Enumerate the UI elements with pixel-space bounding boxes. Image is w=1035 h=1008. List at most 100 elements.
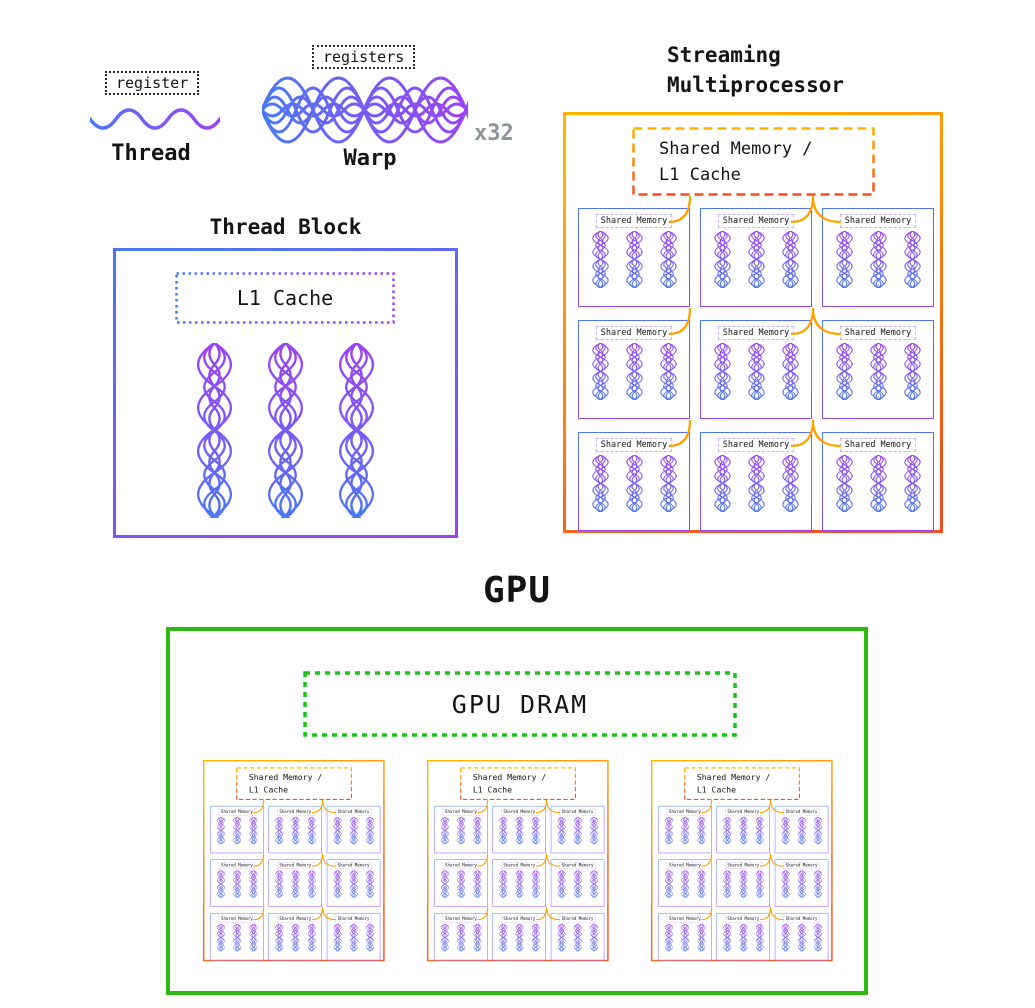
sm-shared-cache-box: Shared Memory / L1 Cache	[683, 767, 801, 801]
warp-braids	[823, 343, 933, 400]
warp-braid-column-icon	[530, 817, 540, 844]
warp-braid-column-icon	[248, 924, 258, 951]
warp-braid-column-icon	[514, 871, 524, 898]
warp-braid-column-icon	[902, 455, 923, 512]
warp-braid-column-icon	[274, 871, 284, 898]
shared-memory-label: Shared Memory	[335, 808, 372, 816]
thread-block-cell: Shared Memory	[268, 912, 323, 961]
shared-memory-label: Shared Memory	[500, 808, 538, 816]
thread-block-cell: Shared Memory	[210, 805, 264, 854]
streaming-multiprocessor-box: Shared Memory / L1 Cache Shared Memory S…	[427, 760, 609, 962]
warp-braid-column-icon	[334, 343, 379, 518]
warp-braid-column-icon	[712, 231, 733, 288]
thread-block-cell: Shared Memory	[326, 859, 381, 907]
shared-memory-label: Shared Memory	[276, 915, 314, 923]
warp-braids	[717, 817, 770, 844]
shared-memory-label: Shared Memory	[839, 326, 917, 341]
warp-braid-column-icon	[780, 817, 790, 844]
shared-memory-label: Shared Memory	[442, 808, 480, 816]
dashed-border-icon	[684, 767, 801, 801]
warp-braid-column-icon	[365, 871, 375, 898]
warp-braid-column-icon	[274, 924, 284, 951]
dashed-border-icon	[460, 767, 577, 801]
warp-braids	[551, 871, 604, 898]
warp-braids	[717, 924, 770, 951]
sm-cache-label-line1: Shared Memory /	[659, 139, 813, 159]
warp-braid-column-icon	[365, 817, 375, 844]
warp-braid-column-icon	[232, 871, 242, 898]
warp-braid-column-icon	[589, 924, 599, 951]
warp-multiplier: x32	[474, 121, 514, 146]
warp-braid-column-icon	[797, 871, 807, 898]
thread-block-cell: Shared Memory	[434, 859, 488, 907]
warp-braids	[775, 924, 828, 951]
warp-braid-column-icon	[306, 924, 316, 951]
thread-block-cell: Shared Memory	[268, 805, 323, 854]
shared-memory-label: Shared Memory	[717, 214, 795, 229]
thread-block-cell: Shared Memory	[658, 912, 712, 961]
warp-braid-column-icon	[232, 924, 242, 951]
warp-braid-column-icon	[696, 817, 706, 844]
warp-braid-column-icon	[797, 817, 807, 844]
warp-braid-column-icon	[556, 871, 566, 898]
warp-braid-column-icon	[440, 817, 450, 844]
shared-memory-label: Shared Memory	[335, 862, 372, 870]
register-label-box: register	[105, 71, 200, 95]
warp-braids	[327, 817, 380, 844]
thread-block-cell: Shared Memory	[716, 912, 771, 961]
warp-braid-column-icon	[589, 817, 599, 844]
thread-block-grid: Shared Memory Shared Memory Shared Memor…	[204, 761, 383, 961]
warp-braid-column-icon	[658, 343, 679, 400]
warp-braids	[211, 817, 264, 844]
warp-braid-column-icon	[834, 455, 855, 512]
warp-braid-column-icon	[902, 231, 923, 288]
gpu-sm-instance: Shared Memory / L1 Cache Shared Memory S…	[651, 760, 833, 962]
warp-braid-column-icon	[556, 817, 566, 844]
warp-braids	[551, 817, 604, 844]
l1-cache-box: L1 Cache	[175, 272, 395, 324]
sm-cache-label-line1: Shared Memory /	[696, 772, 771, 783]
warp-braids	[269, 817, 322, 844]
gpu-sm-instance: Shared Memory / L1 Cache Shared Memory S…	[427, 760, 609, 962]
warp-braid-column-icon	[754, 871, 764, 898]
warp-braid-column-icon	[306, 871, 316, 898]
warp-braid-column-icon	[306, 817, 316, 844]
warp-braid-column-icon	[498, 817, 508, 844]
warp-braid-column-icon	[216, 924, 226, 951]
warp-braids	[579, 231, 689, 288]
thread-block-cell: Shared Memory	[550, 805, 605, 854]
warp-braids	[701, 231, 811, 288]
warp-braid-column-icon	[472, 871, 482, 898]
shared-memory-label: Shared Memory	[839, 214, 917, 229]
warp-braid-column-icon	[680, 924, 690, 951]
warp-braids	[435, 817, 488, 844]
warp-braids	[435, 871, 488, 898]
thread-block-cell: Shared Memory	[578, 320, 690, 419]
shared-memory-label: Shared Memory	[218, 915, 256, 923]
warp-braid-column-icon	[456, 871, 466, 898]
warp-braid-column-icon	[797, 924, 807, 951]
warp-braid-column-icon	[573, 924, 583, 951]
thread-block-cell: Shared Memory	[774, 912, 829, 961]
warp-braid-column-icon	[624, 343, 645, 400]
warp-braid-column-icon	[290, 871, 300, 898]
warp-braid-column-icon	[780, 871, 790, 898]
sm-cache-label-line2: L1 Cache	[659, 165, 741, 186]
warp-braid-icon	[262, 70, 468, 150]
shared-memory-label: Shared Memory	[559, 808, 596, 816]
warp-braid-column-icon	[780, 231, 801, 288]
thread-block-cell: Shared Memory	[492, 859, 547, 907]
sm-shared-cache-box: Shared Memory / L1 Cache	[632, 127, 875, 196]
warp-braid-column-icon	[530, 924, 540, 951]
thread-block-cell: Shared Memory	[822, 320, 934, 419]
thread-block-cell: Shared Memory	[268, 859, 323, 907]
shared-memory-label: Shared Memory	[783, 808, 820, 816]
warp-braid-column-icon	[472, 817, 482, 844]
warp-braid-column-icon	[696, 871, 706, 898]
warp-braids	[775, 871, 828, 898]
warp-braid-column-icon	[664, 871, 674, 898]
gpu-dram-box: GPU DRAM	[303, 671, 737, 737]
warp-braid-column-icon	[365, 924, 375, 951]
shared-memory-label: Shared Memory	[595, 326, 673, 341]
thread-block-cell: Shared Memory	[326, 805, 381, 854]
